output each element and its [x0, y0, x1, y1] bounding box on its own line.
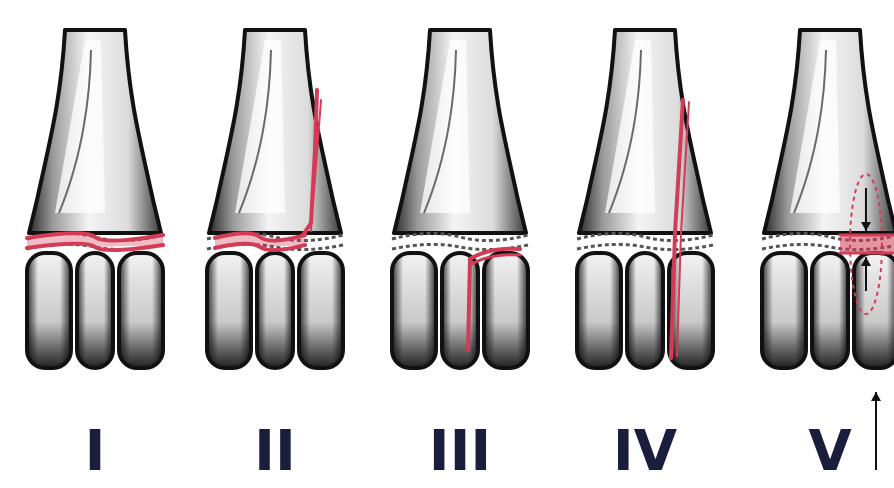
numeral-label: II	[254, 419, 296, 484]
numeral-label: IV	[613, 419, 678, 484]
arrow-head	[871, 392, 881, 401]
condyle-shadow	[442, 253, 478, 368]
fracture-zone	[840, 235, 894, 253]
condyle-shadow	[762, 253, 806, 368]
condyle-shadow	[577, 253, 621, 368]
condyle-shadow	[119, 253, 163, 368]
bone-panel: IV	[577, 30, 713, 484]
condyle-shadow	[392, 253, 436, 368]
bone-panel: V	[762, 30, 894, 484]
bone-panel: I	[27, 30, 163, 484]
condyle-shadow	[627, 253, 663, 368]
numeral-label: V	[808, 419, 852, 484]
condyle-shadow	[484, 253, 528, 368]
numeral-label: I	[85, 419, 106, 484]
numeral-label: III	[429, 419, 492, 484]
condyle-shadow	[27, 253, 71, 368]
condyle-shadow	[257, 253, 293, 368]
physis-line	[577, 244, 713, 249]
condyle-shadow	[812, 253, 848, 368]
condyle-shadow	[299, 253, 343, 368]
condyle-shadow	[77, 253, 113, 368]
bone-panel: III	[392, 30, 528, 484]
fracture-line	[468, 259, 470, 350]
condyle-shadow	[207, 253, 251, 368]
bone-panel: II	[207, 30, 343, 484]
